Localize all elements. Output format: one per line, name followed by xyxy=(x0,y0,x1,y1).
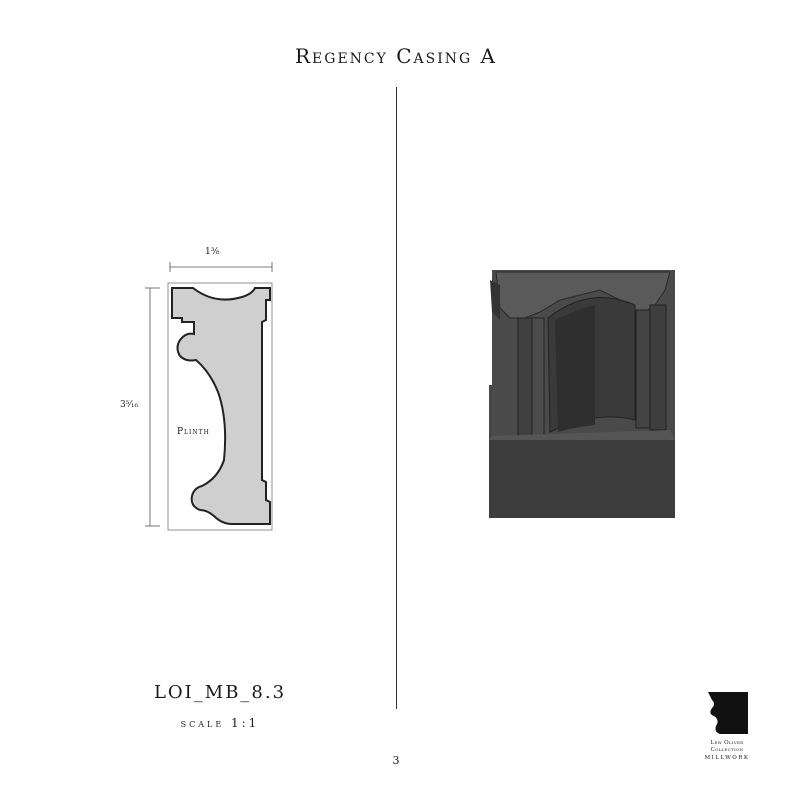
render-base-block xyxy=(489,438,675,518)
height-dimension: 3⁵⁄₁₆ xyxy=(120,400,139,410)
profile-bounding-box xyxy=(167,282,273,531)
plinth-label: Plinth xyxy=(177,427,210,437)
logo-line-1: Lew Oliver xyxy=(710,740,744,746)
logo-line-2: Collection xyxy=(710,747,744,753)
lew-oliver-logo-icon xyxy=(708,692,748,734)
width-dimension: 1³⁄₈ xyxy=(205,247,220,257)
center-divider xyxy=(396,87,397,709)
page-number: 3 xyxy=(392,754,400,767)
page-title: Regency Casing A xyxy=(294,44,497,68)
logo-line-3: MILLWORK xyxy=(704,755,750,761)
product-code: LOI_MB_8.3 xyxy=(153,682,287,703)
molding-profile xyxy=(171,287,271,525)
scale-label: SCALE 1:1 xyxy=(180,716,260,730)
